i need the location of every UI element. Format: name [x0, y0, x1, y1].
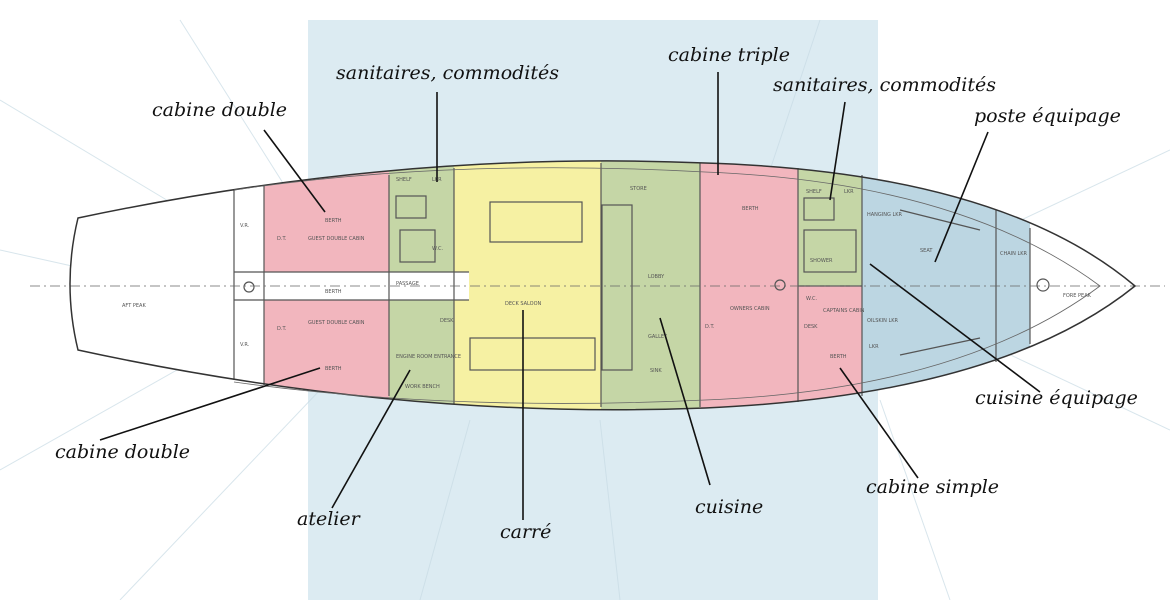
callout-cabine-simple: cabine simple: [866, 476, 1000, 498]
label-berth-5: BERTH: [830, 354, 847, 360]
label-berth-1: BERTH: [325, 218, 342, 224]
label-wc-1: W.C.: [432, 246, 443, 252]
callout-cuisine-equipage: cuisine équipage: [975, 387, 1138, 409]
label-owners-cabin: OWNERS CABIN: [730, 306, 770, 312]
label-berth-2: BERTH: [325, 289, 342, 295]
leader-atelier: [331, 369, 411, 509]
zone-poste-equipage: [862, 160, 1030, 410]
label-desk-1: DESK: [440, 318, 454, 324]
label-captains-cabin: CAPTAINS CABIN: [823, 308, 865, 314]
label-guest-cabin-bottom: GUEST DOUBLE CABIN: [308, 320, 365, 326]
leader-cabine-double-top: [263, 129, 326, 213]
label-fore-peak: FORE PEAK: [1063, 293, 1092, 299]
label-guest-cabin-top: GUEST DOUBLE CABIN: [308, 236, 365, 242]
label-vr-1: V.R.: [240, 223, 250, 229]
callout-atelier: atelier: [297, 508, 360, 530]
zone-carre: [454, 160, 601, 410]
label-dt-2: D.T.: [277, 326, 287, 332]
label-dt-1: D.T.: [277, 236, 287, 242]
callout-sanitaires-aft: sanitaires, commodités: [336, 62, 560, 84]
label-hanging-lkr: HANGING LKR: [867, 212, 903, 218]
label-work-bench: WORK BENCH: [405, 384, 440, 390]
label-deck-saloon: DECK SALOON: [505, 301, 542, 307]
label-dt-3: D.T.: [705, 324, 715, 330]
label-seat: SEAT: [920, 248, 933, 254]
label-oilskin-lkr: OILSKIN LKR: [867, 318, 899, 324]
label-sink: SINK: [650, 368, 662, 374]
label-store: STORE: [630, 186, 647, 192]
label-shower: SHOWER: [810, 258, 833, 264]
callout-cabine-double-bottom: cabine double: [55, 441, 191, 463]
label-berth-4: BERTH: [742, 206, 759, 212]
label-shelf-1: SHELF: [396, 177, 412, 183]
label-chain-lkr: CHAIN LKR: [1000, 251, 1028, 257]
zone-cabine-simple: [798, 286, 862, 410]
leader-cuisine: [659, 317, 711, 486]
label-berth-3: BERTH: [325, 366, 342, 372]
leader-cuisine-equipage: [869, 263, 1041, 393]
interior-walls: [233, 163, 1050, 407]
label-lkr-2: LKR: [844, 189, 854, 195]
zone-cuisine: [601, 160, 700, 410]
label-lkr-3: LKR: [869, 344, 879, 350]
callout-poste-equipage: poste équipage: [974, 105, 1121, 127]
callout-carre: carré: [500, 521, 552, 543]
label-desk-2: DESK: [804, 324, 818, 330]
callout-cabine-double-top: cabine double: [152, 99, 288, 121]
leader-cabine-double-bottom: [99, 367, 321, 441]
leader-poste-equipage: [934, 131, 989, 263]
hull-outline: [69, 160, 1137, 411]
label-engine-room: ENGINE ROOM ENTRANCE: [396, 354, 461, 360]
plan-text-labels: AFT PEAK FORE PEAK DECK SALOON PASSAGE G…: [122, 177, 1092, 390]
callout-sanitaires-fwd: sanitaires, commodités: [773, 74, 997, 96]
label-shelf-2: SHELF: [806, 189, 822, 195]
callout-cuisine: cuisine: [695, 496, 764, 518]
callout-leaders: [99, 72, 1041, 520]
label-passage: PASSAGE: [396, 281, 419, 287]
leader-sanitaires-fwd: [829, 101, 846, 201]
deck-edge-inner: [233, 167, 1101, 404]
leader-cabine-simple: [839, 367, 919, 479]
callout-cabine-triple: cabine triple: [668, 44, 791, 66]
label-aft-peak: AFT PEAK: [122, 303, 146, 309]
label-lobby: LOBBY: [648, 274, 665, 280]
zone-cabine-triple: [700, 160, 798, 410]
label-vr-2: V.R.: [240, 342, 250, 348]
zone-sanitaires-fwd: [798, 160, 862, 286]
label-wc-2: W.C.: [806, 296, 817, 302]
label-galley: GALLEY: [648, 334, 668, 340]
